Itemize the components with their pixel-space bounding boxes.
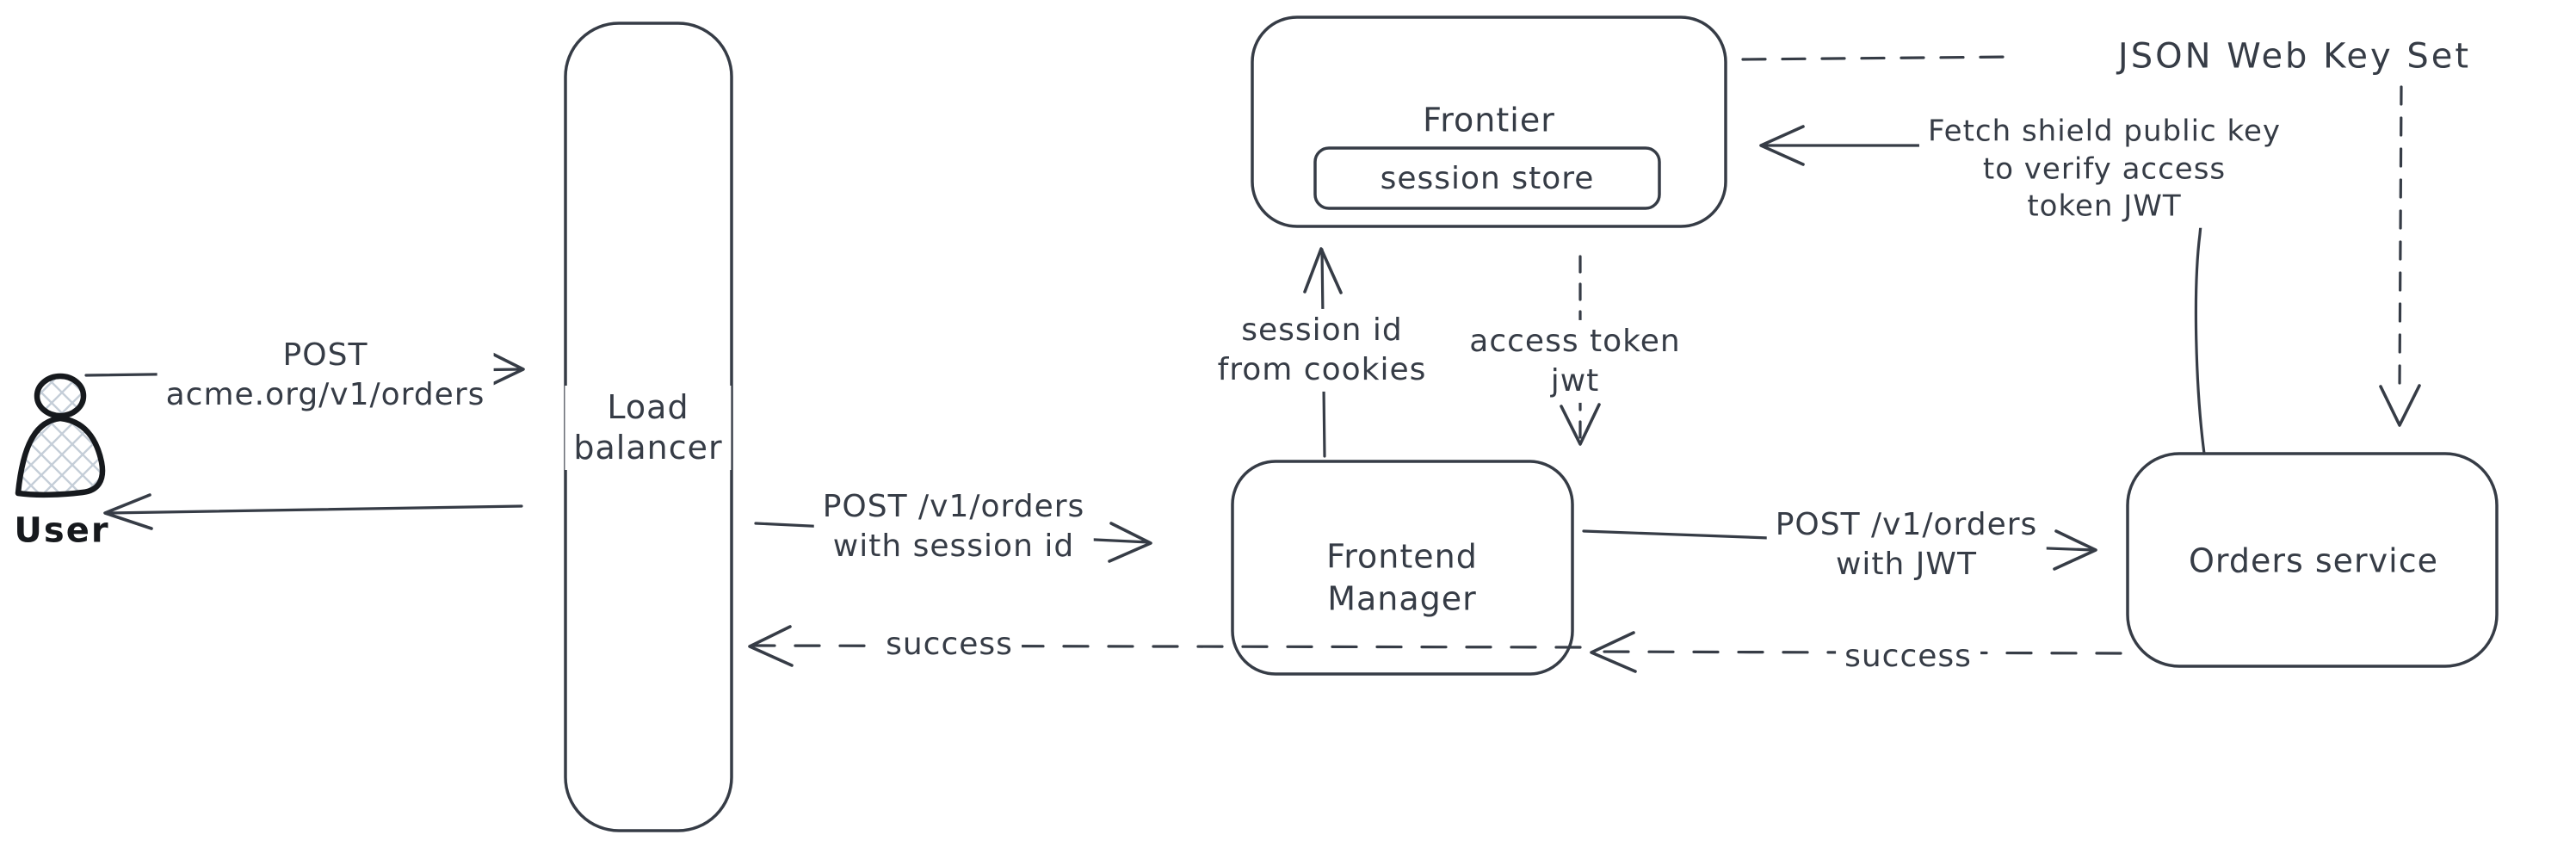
edge-fm-to-frontier-label-line2: from cookies — [1217, 352, 1427, 387]
edge-orders-to-frontier-label-line1: Fetch shield public key — [1927, 114, 2282, 149]
orders-service-label-text: Orders service — [2189, 541, 2438, 580]
user-icon-body — [15, 415, 106, 498]
edge-lb-to-fm-label: POST /v1/orders with session id — [813, 485, 1094, 569]
edge-fm-to-lb-success-label-text: success — [886, 626, 1013, 662]
edge-orders-to-frontier-label-line2: to verify access — [1982, 151, 2227, 187]
edge-user-to-lb-label-line1: POST — [282, 337, 368, 373]
user-icon-head — [34, 373, 87, 419]
edge-orders-to-frontier-label-line3: token JWT — [2027, 189, 2182, 224]
edge-lb-to-fm-label-line1: POST /v1/orders — [822, 488, 1085, 524]
user-icon — [15, 373, 106, 498]
jwks-label-text: JSON Web Key Set — [2117, 36, 2472, 77]
edge-orders-to-fm-success-arrow — [1590, 631, 2122, 673]
load-balancer-label-line1: Load — [607, 388, 689, 426]
edge-fm-to-frontier-label: session id from cookies — [1208, 308, 1436, 393]
frontend-manager-label: Frontend Manager — [1318, 534, 1486, 621]
edge-user-to-lb-label-line2: acme.org/v1/orders — [165, 377, 485, 412]
load-balancer-label-line2: balancer — [573, 429, 723, 467]
edge-orders-to-fm-success-label-text: success — [1844, 638, 1972, 674]
edge-lb-to-fm-label-line2: with session id — [832, 529, 1075, 564]
user-label: User — [5, 507, 118, 554]
edge-fm-to-orders-label: POST /v1/orders with JWT — [1766, 503, 2047, 587]
edge-orders-to-frontier-label: Fetch shield public key to verify access… — [1918, 111, 2290, 228]
edge-fm-to-orders-label-line1: POST /v1/orders — [1775, 506, 2038, 542]
orders-service-label: Orders service — [2180, 538, 2447, 584]
edge-lb-to-user-arrow — [103, 493, 523, 530]
edge-frontier-to-fm-label-line2: jwt — [1550, 363, 1600, 399]
frontier-label: Frontier — [1414, 97, 1564, 144]
session-store-label: session store — [1371, 157, 1603, 201]
edge-fm-to-lb-success-label: success — [877, 622, 1022, 667]
edge-user-to-lb-label: POST acme.org/v1/orders — [157, 333, 494, 417]
session-store-label-text: session store — [1380, 160, 1595, 196]
frontend-manager-label-line1: Frontend — [1326, 537, 1478, 576]
frontier-label-text: Frontier — [1423, 101, 1555, 139]
user-label-text: User — [14, 510, 110, 551]
edge-frontier-to-fm-label: access token jwt — [1461, 319, 1690, 404]
edge-orders-to-fm-success-label: success — [1836, 634, 1980, 679]
edge-fm-to-frontier-label-line1: session id — [1241, 312, 1403, 348]
load-balancer-label: Load balancer — [565, 386, 732, 470]
frontend-manager-label-line2: Manager — [1327, 579, 1477, 617]
edge-frontier-to-fm-label-line1: access token — [1469, 323, 1681, 359]
edge-jwks-to-orders-arrow — [2379, 85, 2421, 427]
jwks-label: JSON Web Key Set — [2109, 33, 2480, 81]
edge-fm-to-orders-label-line2: with JWT — [1835, 547, 1978, 582]
edge-frontier-to-jwks-line — [1741, 55, 2017, 61]
